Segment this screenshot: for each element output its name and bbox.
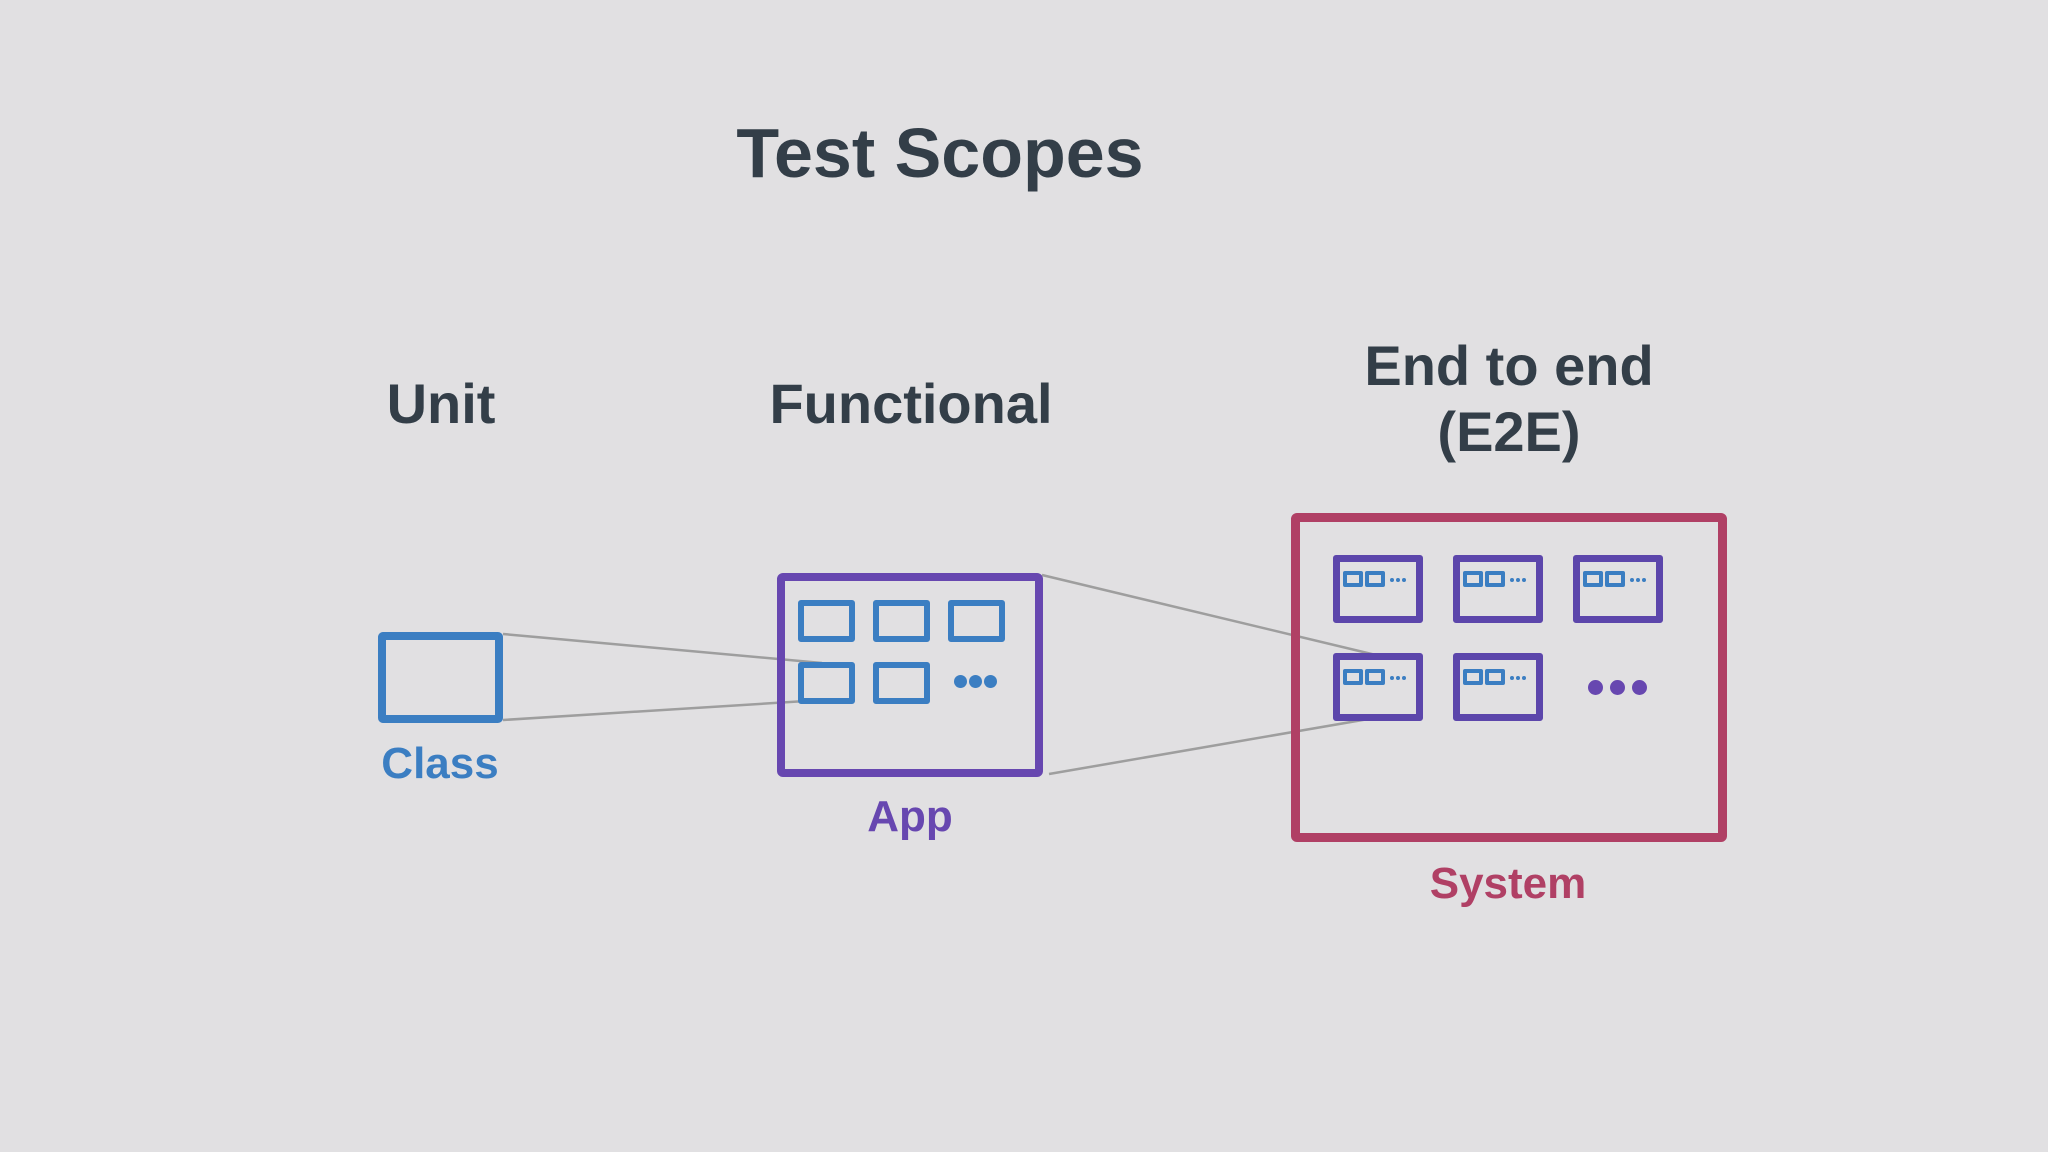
system-box xyxy=(1291,513,1727,842)
app-component-box xyxy=(798,600,855,642)
column-heading-unit: Unit xyxy=(386,372,496,435)
connector-app-to-system-bottom xyxy=(1048,715,1381,776)
mini-app-window xyxy=(1333,555,1423,623)
window-chrome-square-icon xyxy=(1343,570,1363,587)
app-component-box xyxy=(873,662,930,704)
window-chrome-square-icon xyxy=(1463,668,1483,685)
system-label: System xyxy=(1429,859,1587,908)
mini-app-window xyxy=(1573,555,1663,623)
window-chrome-square-icon xyxy=(1485,570,1505,587)
app-component-box xyxy=(948,600,1005,642)
column-heading-e2e: End to end (E2E) xyxy=(1364,334,1654,464)
mini-app-window xyxy=(1453,653,1543,721)
mini-app-window xyxy=(1333,653,1423,721)
more-windows-ellipsis-icon xyxy=(1588,680,1647,695)
app-component-box xyxy=(873,600,930,642)
window-chrome-square-icon xyxy=(1605,570,1625,587)
window-more-ellipsis-icon xyxy=(1390,675,1406,680)
class-box xyxy=(378,632,503,723)
app-box xyxy=(777,573,1043,777)
window-chrome-square-icon xyxy=(1583,570,1603,587)
window-more-ellipsis-icon xyxy=(1630,577,1646,582)
window-more-ellipsis-icon xyxy=(1390,577,1406,582)
app-label: App xyxy=(867,792,953,841)
window-chrome-square-icon xyxy=(1365,668,1385,685)
window-chrome-square-icon xyxy=(1463,570,1483,587)
app-component-box xyxy=(798,662,855,704)
window-chrome-square-icon xyxy=(1365,570,1385,587)
connector-class-to-app-top xyxy=(502,632,823,665)
slide-title: Test Scopes xyxy=(736,114,1144,192)
window-more-ellipsis-icon xyxy=(1510,675,1526,680)
class-label: Class xyxy=(381,739,499,788)
column-heading-functional: Functional xyxy=(769,372,1053,435)
connector-app-to-system-top xyxy=(1041,573,1381,658)
connector-class-to-app-bottom xyxy=(502,698,823,722)
window-chrome-square-icon xyxy=(1343,668,1363,685)
mini-app-window xyxy=(1453,555,1543,623)
more-components-ellipsis-icon xyxy=(954,675,997,688)
window-chrome-square-icon xyxy=(1485,668,1505,685)
window-more-ellipsis-icon xyxy=(1510,577,1526,582)
